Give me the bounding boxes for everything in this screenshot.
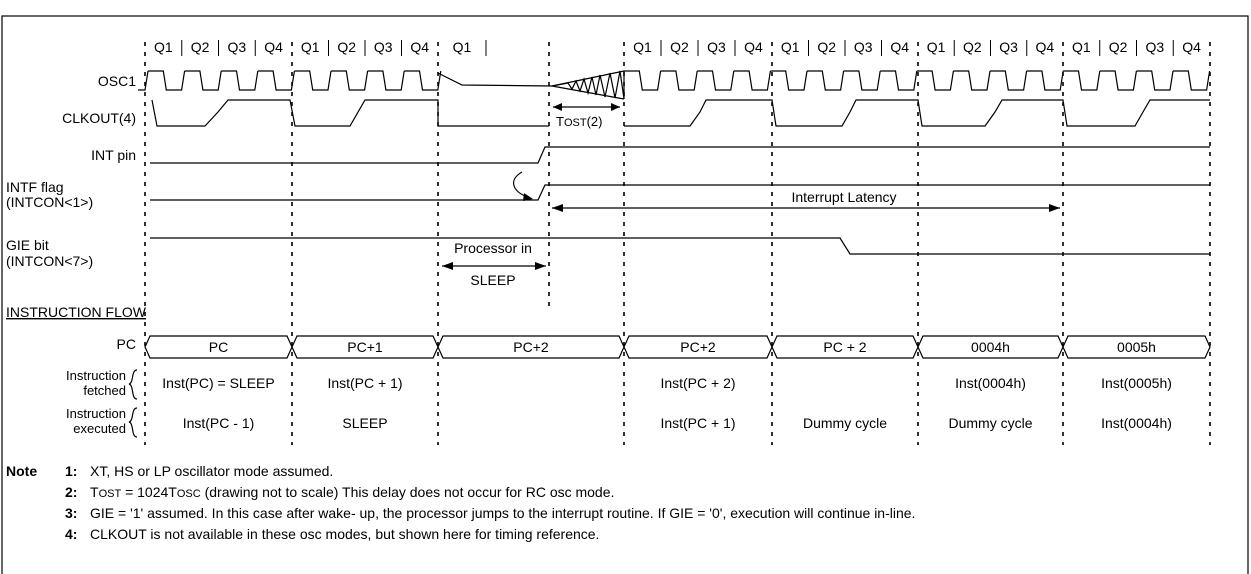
executed-instruction: Inst(0004h) — [1101, 415, 1172, 431]
processor-in-label: Processor in — [454, 240, 532, 256]
note-3-text: GIE = '1' assumed. In this case after wa… — [90, 505, 915, 521]
instruction-fetched-row: Inst(PC) = SLEEP Inst(PC + 1) Inst(PC + 2)… — [162, 375, 1172, 391]
fetched-brace — [128, 369, 138, 400]
quarter-label: Q1 — [633, 39, 652, 55]
note-2-text: TOST = 1024TOSC (drawing not to scale) T… — [90, 484, 614, 500]
quarter-label: Q4 — [1182, 39, 1201, 55]
quarter-label: Q2 — [337, 39, 356, 55]
quarter-label: Q3 — [854, 39, 873, 55]
osc1-label: OSC1 — [98, 73, 136, 89]
intf-register-label: (INTCON<1>) — [6, 194, 93, 210]
note-3-number: 3: — [65, 505, 77, 521]
sleep-label: SLEEP — [470, 272, 515, 288]
osc1-startup-ramp — [437, 70, 625, 100]
sleep-period-annotation: Processor in SLEEP — [442, 240, 546, 288]
pc-value: PC+1 — [347, 339, 383, 355]
note-4-number: 4: — [65, 526, 77, 542]
quarter-label: Q1 — [1072, 39, 1091, 55]
quarter-label: Q1 — [154, 39, 173, 55]
tost-annotation: TOST(2) — [553, 103, 620, 129]
intf-flag-label: INTF flag — [6, 179, 64, 195]
pc-value: 0004h — [971, 339, 1010, 355]
executed-instruction: SLEEP — [342, 415, 387, 431]
diagram-frame — [1, 15, 1249, 574]
quarter-label: Q1 — [301, 39, 320, 55]
quarter-label: Q2 — [670, 39, 689, 55]
note-1-number: 1: — [65, 463, 77, 479]
pc-value: PC+2 — [680, 339, 716, 355]
note-1-text: XT, HS or LP oscillator mode assumed. — [90, 463, 333, 479]
note-heading: Note — [6, 463, 37, 479]
pc-bus: PC PC+1 PC+2 PC+2 PC + 2 0004h 0005h — [144, 335, 1211, 359]
executed-instruction: Inst(PC - 1) — [183, 415, 255, 431]
fetched-instruction: Inst(PC + 2) — [660, 375, 735, 391]
quarter-label: Q3 — [374, 39, 393, 55]
pc-label: PC — [117, 336, 136, 352]
executed-instruction: Dummy cycle — [948, 415, 1032, 431]
quarter-label: Q2 — [817, 39, 836, 55]
intf-cause-arrow — [513, 171, 533, 201]
quarter-label: Q4 — [890, 39, 909, 55]
note-4-text: CLKOUT is not available in these osc mod… — [90, 526, 599, 542]
clkout-label: CLKOUT(4) — [62, 110, 136, 126]
osc1-waveform — [138, 70, 1211, 91]
executed-instruction: Dummy cycle — [803, 415, 887, 431]
intf-flag-waveform — [150, 184, 1210, 201]
executed-instruction: Inst(PC + 1) — [660, 415, 735, 431]
cycle-boundaries — [144, 42, 1211, 445]
executed-brace — [128, 407, 138, 438]
quarter-label: Q2 — [191, 39, 210, 55]
fetched-instruction: Inst(PC) = SLEEP — [162, 375, 274, 391]
fetched-instruction: Inst(0004h) — [955, 375, 1026, 391]
gie-bit-waveform — [150, 237, 1210, 255]
notes: Note 1: XT, HS or LP oscillator mode ass… — [6, 463, 915, 542]
quarter-label: Q4 — [744, 39, 763, 55]
quarter-label: Q4 — [410, 39, 429, 55]
fetched-instruction: Inst(0005h) — [1101, 375, 1172, 391]
quarter-label: Q3 — [228, 39, 247, 55]
pc-value: 0005h — [1117, 339, 1156, 355]
instruction-flow-heading: INSTRUCTION FLOW — [6, 304, 147, 320]
pc-value: PC — [209, 339, 228, 355]
fetched-instruction: Inst(PC + 1) — [327, 375, 402, 391]
executed-label-1: Instruction — [66, 406, 126, 421]
quarter-label: Q4 — [1036, 39, 1055, 55]
quarter-label: Q1 — [453, 39, 472, 55]
int-pin-label: INT pin — [91, 147, 136, 163]
note-2-number: 2: — [65, 484, 77, 500]
quarter-label: Q1 — [781, 39, 800, 55]
pc-bus-segment — [1062, 335, 1211, 359]
quarter-labels: Q1 Q2 Q3 Q4 Q1 Q2 Q3 Q4 Q1 Q2 Q3 Q4 Q1 Q2 Q3 Q4 Q1 Q2 Q3 Q4… — [154, 39, 1201, 56]
interrupt-latency-label: Interrupt Latency — [791, 189, 896, 205]
gie-register-label: (INTCON<7>) — [6, 253, 93, 269]
int-pin-waveform — [150, 146, 1210, 164]
executed-label-2: executed — [73, 421, 126, 436]
tost-label: TOST(2) — [556, 114, 602, 129]
pc-value: PC + 2 — [823, 339, 866, 355]
quarter-label: Q3 — [1146, 39, 1165, 55]
quarter-label: Q2 — [1109, 39, 1128, 55]
quarter-label: Q4 — [264, 39, 283, 55]
fetched-label-2: fetched — [83, 383, 126, 398]
quarter-label: Q1 — [927, 39, 946, 55]
quarter-label: Q3 — [999, 39, 1018, 55]
fetched-label-1: Instruction — [66, 368, 126, 383]
quarter-label: Q3 — [707, 39, 726, 55]
pc-value: PC+2 — [513, 339, 549, 355]
interrupt-latency-arrow: Interrupt Latency — [552, 189, 1060, 212]
gie-bit-label: GIE bit — [6, 237, 49, 253]
quarter-label: Q2 — [963, 39, 982, 55]
instruction-executed-row: Inst(PC - 1) SLEEP Inst(PC + 1) Dummy cycle… — [183, 415, 1172, 431]
clkout-waveform — [151, 99, 1210, 127]
